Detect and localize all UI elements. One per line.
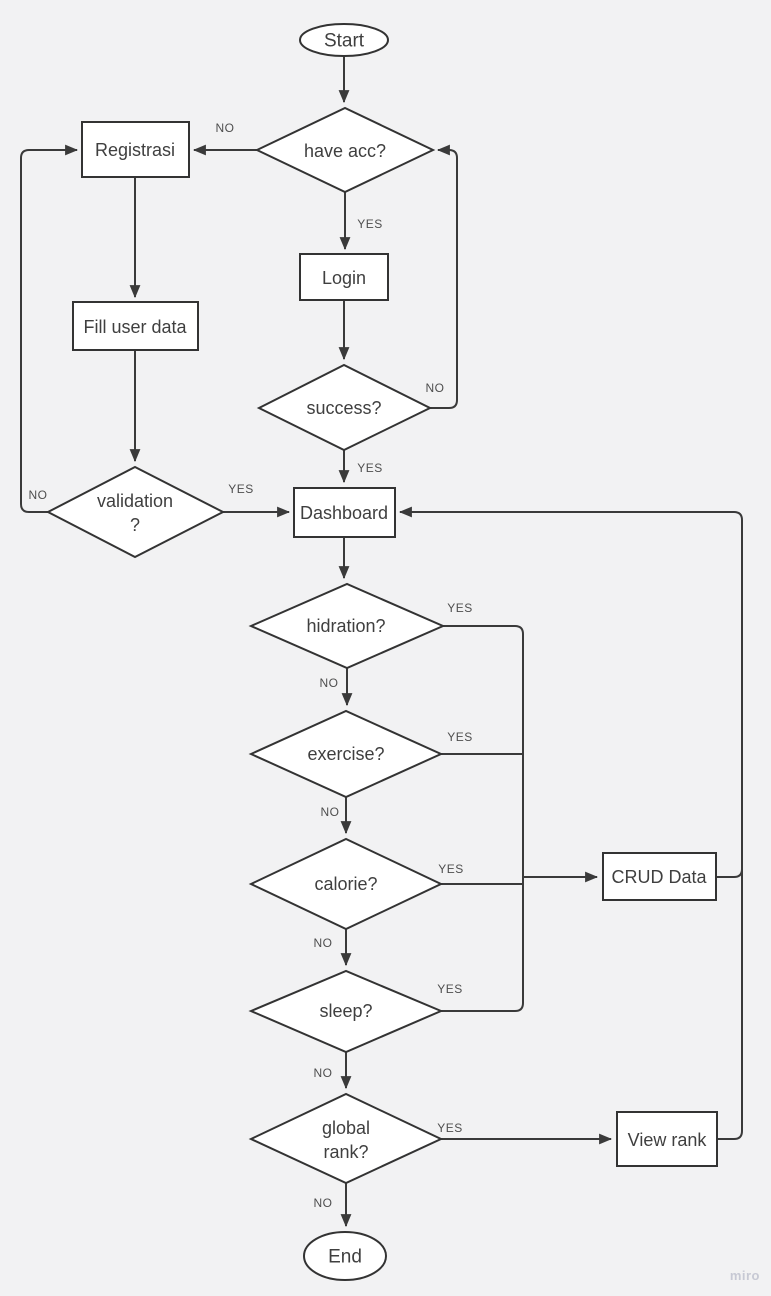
- dashboard-label: Dashboard: [300, 503, 388, 523]
- hidration-decision-shape: [248, 582, 446, 670]
- sleep-label: sleep?: [319, 1001, 372, 1021]
- node-success[interactable]: success?: [256, 363, 433, 452]
- nodes: Start have acc? Registrasi Login Fill us…: [45, 23, 718, 1281]
- node-global-rank[interactable]: global rank?: [248, 1092, 444, 1185]
- edge-success-no-loop-to-haveacc: [430, 144, 458, 409]
- node-crud-data[interactable]: CRUD Data: [602, 852, 717, 901]
- dashboard-process-shape: [293, 487, 396, 538]
- edge-label-global-rank-no: NO: [314, 1196, 333, 1210]
- edge-label-have-acc-no: NO: [216, 121, 235, 135]
- exercise-decision-shape: [248, 709, 444, 799]
- exercise-label: exercise?: [307, 744, 384, 764]
- node-have-acc[interactable]: have acc?: [254, 106, 436, 194]
- edge-hidration-yes-to-collector: [443, 625, 524, 1003]
- edge-label-sleep-yes: YES: [437, 982, 463, 996]
- have-acc-label: have acc?: [304, 141, 386, 161]
- edge-cruddata-to-return-line: [716, 868, 743, 878]
- node-view-rank[interactable]: View rank: [616, 1111, 718, 1167]
- fill-user-data-label: Fill user data: [83, 317, 187, 337]
- global-rank-label-line1: global: [322, 1118, 370, 1138]
- edge-label-sleep-no: NO: [314, 1066, 333, 1080]
- node-end[interactable]: End: [303, 1231, 387, 1281]
- node-dashboard[interactable]: Dashboard: [293, 487, 396, 538]
- end-label: End: [328, 1247, 362, 1268]
- view-rank-label: View rank: [628, 1130, 708, 1150]
- node-registrasi[interactable]: Registrasi: [81, 121, 190, 178]
- start-terminator-shape: [299, 23, 389, 57]
- view-rank-process-shape: [616, 1111, 718, 1167]
- edge-label-have-acc-yes: YES: [357, 217, 383, 231]
- crud-data-label: CRUD Data: [611, 867, 707, 887]
- hidration-label: hidration?: [306, 616, 385, 636]
- validation-label-line1: validation: [97, 491, 173, 511]
- node-calorie[interactable]: calorie?: [248, 837, 444, 931]
- edge-label-exercise-yes: YES: [447, 730, 473, 744]
- crud-data-process-shape: [602, 852, 717, 901]
- miro-watermark: miro: [729, 1268, 760, 1283]
- node-exercise[interactable]: exercise?: [248, 709, 444, 799]
- fill-user-data-process-shape: [72, 301, 199, 351]
- node-login[interactable]: Login: [299, 253, 389, 301]
- global-rank-decision-shape: [248, 1092, 444, 1185]
- connectors: [20, 56, 743, 1228]
- registrasi-process-shape: [81, 121, 190, 178]
- edge-sleep-yes-to-collector: [441, 1002, 524, 1012]
- start-label: Start: [324, 31, 365, 52]
- success-decision-shape: [256, 363, 433, 452]
- end-terminator-shape: [303, 1231, 387, 1281]
- edge-label-validation-no: NO: [29, 488, 48, 502]
- registrasi-label: Registrasi: [95, 140, 175, 160]
- login-label: Login: [322, 268, 366, 288]
- node-hidration[interactable]: hidration?: [248, 582, 446, 670]
- global-rank-label-line2: rank?: [323, 1142, 368, 1162]
- node-validation[interactable]: validation ?: [45, 465, 226, 559]
- login-process-shape: [299, 253, 389, 301]
- calorie-label: calorie?: [314, 874, 377, 894]
- edge-viewrank-return-to-dashboard: [398, 506, 743, 1140]
- have-acc-decision-shape: [254, 106, 436, 194]
- edge-label-exercise-no: NO: [321, 805, 340, 819]
- validation-label-line2: ?: [130, 515, 140, 535]
- node-fill-user-data[interactable]: Fill user data: [72, 301, 199, 351]
- edge-label-global-rank-yes: YES: [437, 1121, 463, 1135]
- edge-label-hidration-yes: YES: [447, 601, 473, 615]
- validation-decision-shape: [45, 465, 226, 559]
- edge-label-success-yes: YES: [357, 461, 383, 475]
- edge-label-calorie-no: NO: [314, 936, 333, 950]
- calorie-decision-shape: [248, 837, 444, 931]
- edge-labels: NO YES NO YES NO YES YES NO YES NO YES N…: [29, 121, 473, 1210]
- edge-label-success-no: NO: [426, 381, 445, 395]
- node-sleep[interactable]: sleep?: [248, 969, 444, 1054]
- node-start[interactable]: Start: [299, 23, 389, 57]
- edge-label-hidration-no: NO: [320, 676, 339, 690]
- edge-validation-no-loop-to-registrasi: [20, 144, 79, 513]
- edge-label-calorie-yes: YES: [438, 862, 464, 876]
- edge-label-validation-yes: YES: [228, 482, 254, 496]
- success-label: success?: [306, 398, 381, 418]
- sleep-decision-shape: [248, 969, 444, 1054]
